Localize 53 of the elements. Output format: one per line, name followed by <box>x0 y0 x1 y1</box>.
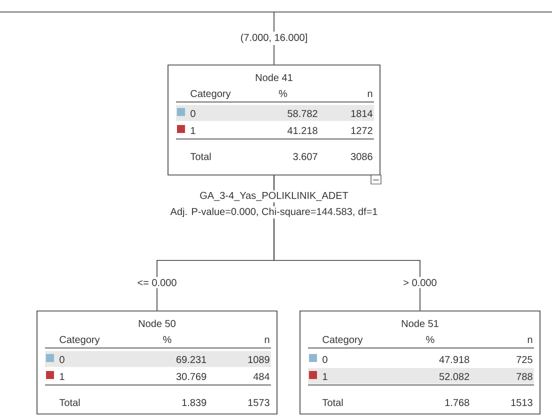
node-label: 0 <box>322 356 328 364</box>
node-label: 1573 <box>248 399 270 406</box>
table-row: 1 52.082 788 <box>308 368 534 384</box>
node-label: 0 <box>190 110 196 118</box>
total-row: Total 1.839 1573 <box>59 398 270 406</box>
header-row: Category % n <box>190 90 372 100</box>
node-label: % <box>163 336 172 344</box>
total-row: Total 1.768 1513 <box>322 398 532 406</box>
table-row: 0 69.231 1089 <box>45 351 271 367</box>
node-label: % <box>278 90 288 98</box>
node-label: 52.082 <box>439 373 470 380</box>
table-row: 0 47.918 725 <box>309 354 532 364</box>
node-label: Total <box>190 152 211 160</box>
node-label: 3.607 <box>293 153 318 160</box>
header-row: Category % n <box>60 336 270 346</box>
node-label: 1 <box>60 373 64 380</box>
edge-label: (7.000, 16.000] <box>238 32 310 45</box>
edge-label: <= 0.000 <box>135 277 179 288</box>
node-label: 788 <box>516 373 532 380</box>
split-label: Adj. P-value=0.000, Chi-square=144.583, df=1 <box>168 206 380 219</box>
table-row: 0 58.782 1814 <box>176 105 374 121</box>
node-label: n <box>528 338 532 343</box>
node-label: n <box>368 92 372 97</box>
node-label: Total <box>322 398 343 406</box>
node-label: 1513 <box>511 399 532 406</box>
total-row: Total 3.607 3086 <box>190 152 372 160</box>
node-label: 0 <box>60 356 64 364</box>
node-label: 1089 <box>248 356 270 364</box>
node-label: 69.231 <box>176 356 206 364</box>
node-label: 1.768 <box>445 399 470 406</box>
table-row: 1 41.218 1272 <box>177 125 372 134</box>
node-label: Category <box>190 90 231 100</box>
node-label: Total <box>59 398 80 406</box>
node-label: 3086 <box>350 153 372 160</box>
node-label: 484 <box>253 373 270 380</box>
node-label: Category <box>60 336 100 346</box>
node-label: 58.782 <box>288 110 318 118</box>
table-row: 1 30.769 484 <box>46 371 270 380</box>
node-label: 725 <box>516 356 532 364</box>
node-label: 30.769 <box>176 373 206 380</box>
node-label: 1 <box>190 127 196 134</box>
node-label: 1814 <box>351 110 373 118</box>
node-label: 1 <box>322 373 328 380</box>
node-label: Category <box>322 336 363 346</box>
node-label: 1272 <box>351 127 372 134</box>
node-label: 47.918 <box>439 356 470 364</box>
split-label: GA_3-4_Yas_POLIKLINIK_ADET <box>198 190 350 202</box>
node-label: 1.839 <box>182 399 206 406</box>
node-label: 41.218 <box>287 127 318 134</box>
node-label: n <box>264 338 270 343</box>
node-label: % <box>426 336 434 344</box>
header-row: Category % n <box>322 336 532 346</box>
edge-label: > 0.000 <box>401 277 439 288</box>
